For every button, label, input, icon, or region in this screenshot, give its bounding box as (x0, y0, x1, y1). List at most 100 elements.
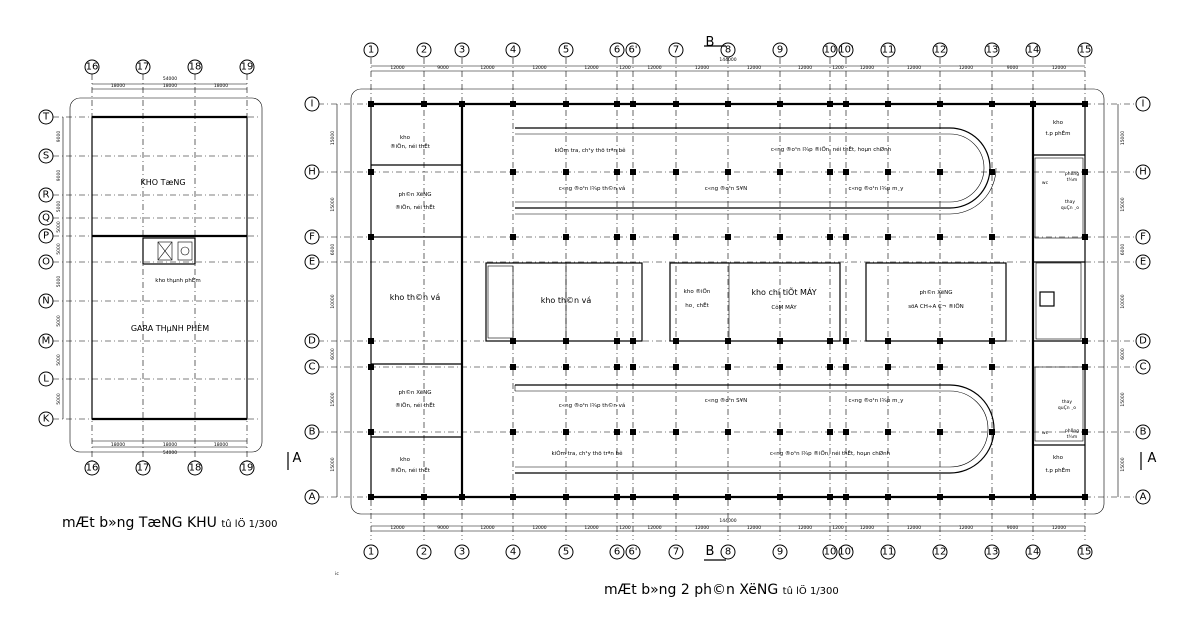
svg-text:4: 4 (510, 45, 516, 56)
room-kho-tp-top-2: t.p phÈm (1046, 129, 1071, 137)
svg-text:4: 4 (510, 547, 516, 558)
left-total-dim-top: 54000 (163, 76, 177, 82)
structural-column (563, 494, 569, 500)
structural-column (885, 234, 891, 240)
main-dim-bottom: 12000 (584, 525, 598, 531)
structural-column (843, 169, 849, 175)
main-axis-right-C: C (1135, 359, 1151, 375)
structural-column (1082, 338, 1088, 344)
room-kho-than-vo: kho th©n vá (390, 293, 441, 302)
main-dim-bottom: 12000 (390, 525, 404, 531)
left-dim-y: 5000 (56, 315, 62, 327)
main-axis-top-13: 12 (932, 42, 948, 58)
main-room-sua-chua (865, 262, 1007, 342)
main-workshop-plan: kho ®iÖn, néi thÊt ph©n X­ëNG ®iÖn, néi … (287, 35, 1157, 598)
structural-column (843, 101, 849, 107)
line-label-top-2: c«ng ®o¹n l¾p ®iÖn, néi thÊt, hoµn chØnh (771, 145, 892, 153)
structural-column (1082, 364, 1088, 370)
main-axis-bottom-5: 6 (609, 544, 625, 560)
svg-text:10: 10 (824, 45, 837, 56)
left-dim-y: 5000 (56, 221, 62, 233)
main-dim-bottom: 12000 (860, 525, 874, 531)
main-dim-bottom: 9000 (1007, 525, 1019, 531)
left-axis-row-T: T (38, 109, 54, 125)
room-kho-bottom-left-1: kho (400, 457, 411, 463)
line-label-bot-1: kiÓm tra, ch¹y thö trªn bê (551, 450, 623, 457)
main-axis-top-12: 11 (880, 42, 896, 58)
room-kho-dien-2: ho¸ chÊt (685, 301, 709, 309)
structural-column (885, 338, 891, 344)
svg-text:8: 8 (725, 45, 731, 56)
structural-column (1082, 234, 1088, 240)
main-axis-right-A: A (1135, 489, 1151, 505)
room-kho-bottom-left-2: ®iÖn, néi thÊt (390, 466, 431, 474)
room-px-bottom-2: ®iÖn, néi thÊt (395, 401, 436, 409)
left-dim-bot-3: 18000 (214, 442, 228, 448)
svg-text:15: 15 (1079, 547, 1092, 558)
room-px-sua-chua-1: ph©n X­ëNG (920, 289, 953, 296)
structural-column (630, 338, 636, 344)
structural-column (563, 338, 569, 344)
main-dim-top: 12000 (860, 65, 874, 71)
main-axis-top-2: 3 (454, 42, 470, 58)
room-kho-than-vo-mid: kho th©n vá (541, 296, 592, 305)
structural-column (630, 429, 636, 435)
left-storage-box-2 (177, 241, 193, 261)
room-thay-top-2: quÇn ¸o (1061, 205, 1079, 211)
structural-column (368, 364, 374, 370)
main-axis-top-4: 5 (558, 42, 574, 58)
main-stair-core (1035, 262, 1082, 340)
room-tam-bot-2: t¾m (1067, 434, 1078, 440)
left-axis-top-17: 17 (135, 59, 151, 75)
room-kho-top-left-2: ®iÖn, néi thÊt (390, 142, 431, 150)
structural-column (673, 338, 679, 344)
main-top-changing-room (1034, 157, 1084, 239)
svg-text:H: H (1139, 167, 1147, 178)
left-axis-bottom-17: 17 (135, 460, 151, 476)
left-zone-finished: GARA THµNH PHÈM (131, 322, 209, 333)
main-axis-left-A: A (304, 489, 320, 505)
structural-column (777, 234, 783, 240)
svg-text:B: B (1140, 427, 1147, 438)
main-axis-top-15: 14 (1025, 42, 1041, 58)
svg-text:18: 18 (189, 463, 202, 474)
structural-column (937, 364, 943, 370)
svg-text:1: 1 (368, 45, 374, 56)
svg-text:11: 11 (882, 45, 895, 56)
structural-column (827, 101, 833, 107)
structural-column (725, 364, 731, 370)
main-axis-bottom-14: 13 (984, 544, 1000, 560)
structural-column (673, 169, 679, 175)
structural-column (777, 364, 783, 370)
left-axis-bottom-16: 16 (84, 460, 100, 476)
structural-column (673, 429, 679, 435)
structural-column (614, 494, 620, 500)
svg-text:D: D (308, 336, 316, 347)
room-kho-top-left-1: kho (400, 135, 411, 141)
main-dim-bottom: 1200 (619, 525, 631, 531)
main-axis-bottom-13: 12 (932, 544, 948, 560)
main-dim-bottom: 12000 (647, 525, 661, 531)
svg-text:17: 17 (137, 463, 150, 474)
main-axis-bottom-8: 8 (720, 544, 736, 560)
main-dim-bottom: 12000 (480, 525, 494, 531)
svg-text:P: P (43, 231, 49, 242)
structural-column (563, 234, 569, 240)
room-wc-bot: wc (1042, 431, 1049, 436)
structural-column (510, 494, 516, 500)
svg-text:E: E (309, 257, 315, 268)
room-thay-top-1: thay (1065, 199, 1075, 205)
svg-text:F: F (309, 232, 315, 243)
left-dim-y: 9000 (56, 170, 62, 182)
structural-column (368, 429, 374, 435)
svg-text:N: N (42, 296, 49, 307)
main-axis-top-6: 6' (625, 42, 641, 58)
svg-text:6': 6' (628, 547, 637, 558)
svg-text:17: 17 (137, 62, 150, 73)
structural-column (673, 364, 679, 370)
left-axis-row-P: P (38, 228, 54, 244)
structural-column (1030, 494, 1036, 500)
structural-column (843, 494, 849, 500)
main-axis-left-I: I (304, 96, 320, 112)
